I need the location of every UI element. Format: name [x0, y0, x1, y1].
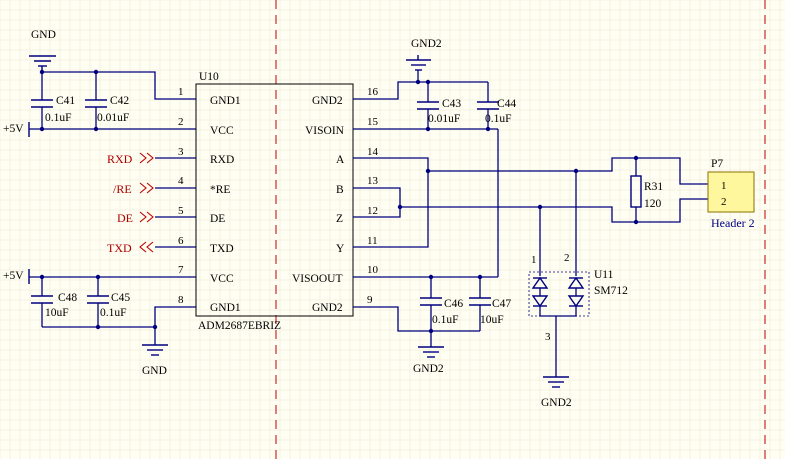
gnd2-symbol-bottom-center: GND2 — [413, 346, 444, 375]
gnd2-symbol-top: GND2 — [406, 38, 442, 71]
svg-text:A: A — [336, 154, 345, 166]
resistor-r31[interactable]: R31 120 — [630, 158, 663, 222]
svg-text:Y: Y — [336, 243, 345, 255]
svg-text:C47: C47 — [492, 298, 511, 310]
svg-text:11: 11 — [367, 235, 378, 247]
svg-text:0.1uF: 0.1uF — [100, 307, 127, 319]
svg-text:15: 15 — [367, 116, 379, 128]
svg-text:TXD: TXD — [107, 241, 132, 255]
svg-text:C45: C45 — [111, 292, 130, 304]
svg-text:C42: C42 — [110, 95, 129, 107]
svg-text:GND2: GND2 — [411, 38, 442, 50]
net-port-rxd: RXD — [107, 152, 196, 166]
svg-text:8: 8 — [178, 294, 184, 306]
svg-text:10uF: 10uF — [45, 307, 69, 319]
svg-text:GND: GND — [142, 365, 167, 377]
svg-text:16: 16 — [367, 86, 379, 98]
tvs-u11[interactable]: 1 2 3 U11 SM712 — [528, 171, 628, 377]
svg-text:GND2: GND2 — [312, 95, 343, 107]
capacitor-c46[interactable]: C46 0.1uF — [420, 277, 463, 331]
svg-text:2: 2 — [178, 116, 184, 128]
svg-text:6: 6 — [178, 235, 184, 247]
svg-text:3: 3 — [178, 146, 184, 158]
svg-text:VISOIN: VISOIN — [305, 125, 345, 137]
ic-right-pins: 16 GND2 15 VISOIN 14 A 13 B 12 Z 11 Y 10… — [292, 86, 379, 314]
svg-text:SM712: SM712 — [594, 285, 628, 297]
svg-text:120: 120 — [644, 198, 662, 210]
svg-text:0.01uF: 0.01uF — [428, 113, 460, 125]
svg-text:0.1uF: 0.1uF — [485, 113, 512, 125]
svg-text:RXD: RXD — [210, 154, 234, 166]
svg-text:1: 1 — [531, 254, 537, 266]
svg-text:3: 3 — [545, 331, 551, 343]
svg-text:10: 10 — [367, 264, 379, 276]
svg-text:12: 12 — [367, 205, 378, 217]
svg-text:C43: C43 — [442, 98, 461, 110]
svg-text:VCC: VCC — [210, 273, 234, 285]
svg-text:*RE: *RE — [210, 184, 230, 196]
svg-text:R31: R31 — [644, 181, 663, 193]
capacitor-c48[interactable]: C48 10uF — [31, 277, 77, 327]
svg-text:C48: C48 — [58, 292, 77, 304]
svg-text:C46: C46 — [444, 298, 463, 310]
vcc-port-top: +5V — [3, 122, 30, 137]
capacitor-c44[interactable]: C44 0.1uF — [477, 82, 516, 129]
svg-text:1: 1 — [178, 86, 184, 98]
ic-designator: U10 — [199, 71, 219, 83]
svg-text:7: 7 — [178, 264, 184, 276]
svg-text:/RE: /RE — [113, 182, 132, 196]
gnd-symbol-top-left: GND — [29, 29, 56, 72]
svg-text:U11: U11 — [594, 269, 614, 281]
svg-text:GND: GND — [31, 29, 56, 41]
capacitor-c45[interactable]: C45 0.1uF — [87, 277, 130, 327]
svg-text:0.1uF: 0.1uF — [45, 112, 72, 124]
net-port-re: /RE — [113, 182, 196, 196]
svg-text:GND1: GND1 — [210, 95, 241, 107]
header-p7[interactable]: P7 1 2 Header 2 — [707, 158, 755, 230]
net-port-de: DE — [117, 211, 196, 225]
svg-text:+5V: +5V — [3, 123, 24, 135]
svg-text:VCC: VCC — [210, 125, 234, 137]
gnd-symbol-bottom-left: GND — [142, 344, 168, 377]
svg-text:VISOOUT: VISOOUT — [292, 273, 342, 285]
svg-text:C41: C41 — [56, 95, 75, 107]
svg-text:Z: Z — [336, 213, 343, 225]
vcc-port-bottom: +5V — [3, 269, 30, 284]
svg-text:13: 13 — [367, 175, 379, 187]
svg-text:0.01uF: 0.01uF — [97, 112, 129, 124]
svg-text:4: 4 — [178, 175, 184, 187]
capacitor-c41[interactable]: C41 0.1uF — [31, 72, 75, 129]
svg-text:RXD: RXD — [107, 152, 133, 166]
ic-left-pins: 1 GND1 2 VCC 3 RXD 4 *RE 5 DE 6 TXD 7 VC… — [178, 86, 241, 314]
ic-u10[interactable]: U10 ADM2687EBRIZ — [195, 71, 354, 332]
svg-text:1: 1 — [721, 180, 727, 192]
svg-text:DE: DE — [117, 211, 133, 225]
gnd2-symbol-bottom-right: GND2 — [541, 376, 572, 409]
net-port-txd: TXD — [107, 241, 196, 255]
svg-text:P7: P7 — [711, 158, 723, 170]
svg-text:DE: DE — [210, 213, 225, 225]
svg-text:+5V: +5V — [3, 270, 24, 282]
svg-text:9: 9 — [367, 294, 373, 306]
capacitor-c43[interactable]: C43 0.01uF — [417, 82, 461, 129]
capacitor-c42[interactable]: C42 0.01uF — [85, 72, 129, 129]
capacitor-c47[interactable]: C47 10uF — [469, 277, 511, 331]
svg-text:2: 2 — [564, 252, 570, 264]
svg-text:2: 2 — [721, 196, 727, 208]
svg-text:0.1uF: 0.1uF — [432, 314, 459, 326]
svg-text:10uF: 10uF — [480, 314, 504, 326]
svg-text:B: B — [336, 184, 344, 196]
svg-text:Header 2: Header 2 — [711, 216, 755, 230]
svg-text:5: 5 — [178, 205, 184, 217]
svg-text:TXD: TXD — [210, 243, 234, 255]
svg-text:GND2: GND2 — [413, 363, 444, 375]
svg-text:GND2: GND2 — [541, 397, 572, 409]
svg-text:GND1: GND1 — [210, 302, 241, 314]
svg-text:14: 14 — [367, 146, 379, 158]
svg-text:C44: C44 — [497, 98, 516, 110]
svg-text:GND2: GND2 — [312, 302, 343, 314]
ic-part-number: ADM2687EBRIZ — [198, 320, 281, 332]
